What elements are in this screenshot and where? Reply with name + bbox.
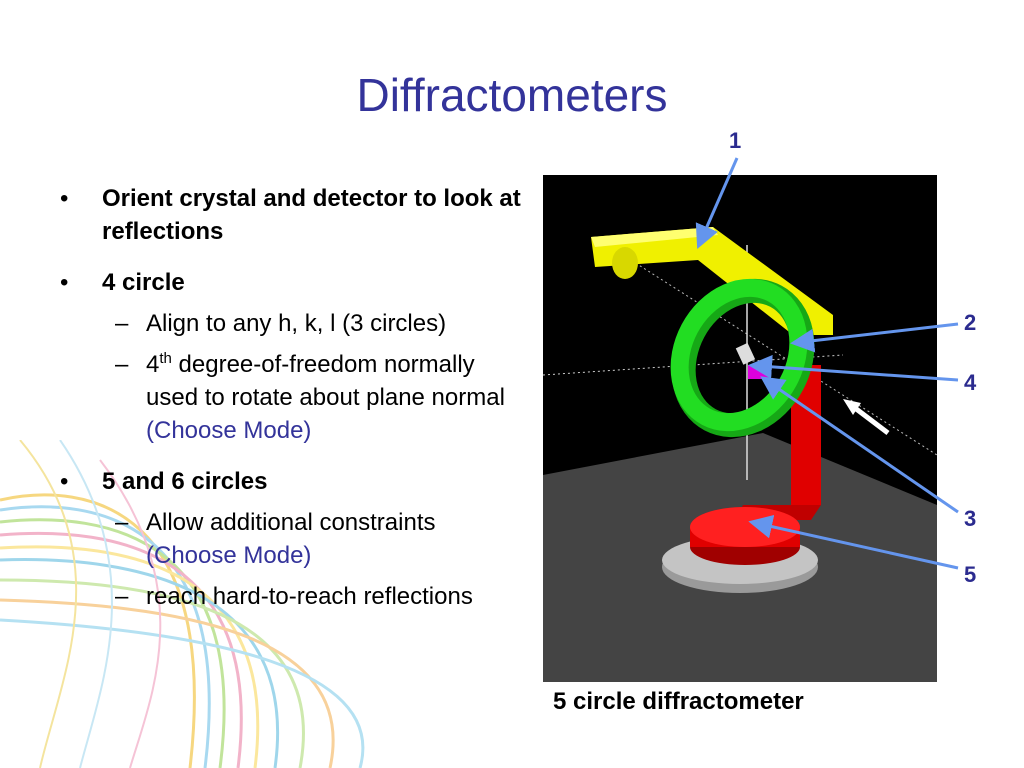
sub-bullet-item: – 4th degree-of-freedom normally used to… [60,348,530,447]
bullet-list: • Orient crystal and detector to look at… [60,182,530,613]
sub-bullet-prefix: 4 [146,351,160,378]
diffractometer-render [543,227,937,682]
callout-number-3: 3 [964,506,977,531]
sub-bullet-item: – reach hard-to-reach reflections [60,580,530,613]
choose-mode-link[interactable]: (Choose Mode) [146,417,312,444]
callout-number-1: 1 [729,128,742,153]
bullet-text: 4 circle [102,269,185,296]
bullet-item: • 4 circle [60,266,530,299]
red-platter-top [690,507,800,547]
diffractometer-figure [543,175,937,682]
sub-bullet-marker: – [115,583,129,610]
bullet-item: • Orient crystal and detector to look at… [60,182,530,248]
sub-bullet-marker: – [115,509,129,536]
bullet-marker: • [60,269,69,296]
sample-crystal [735,342,756,365]
choose-mode-link[interactable]: (Choose Mode) [146,542,312,569]
bullet-text: Orient crystal and detector to look at r… [102,185,521,245]
sub-bullet-marker: – [115,310,129,337]
sub-bullet-text: Allow additional constraints [146,509,436,536]
bullet-marker: • [60,185,69,212]
callout-number-4: 4 [964,370,977,395]
sub-bullet-item: – Allow additional constraints (Choose M… [60,506,530,572]
bullet-item: • 5 and 6 circles [60,465,530,498]
sub-bullet-text: Align to any h, k, l (3 circles) [146,310,447,337]
superscript: th [159,350,172,367]
slide-title: Diffractometers [356,69,668,121]
callout-number-5: 5 [964,562,977,587]
sample-holder [748,365,770,379]
sub-bullet-marker: – [115,351,129,378]
yellow-arm-top [591,227,718,247]
callout-number-2: 2 [964,310,977,335]
bullet-marker: • [60,468,69,495]
sub-bullet-text: degree-of-freedom normally used to rotat… [146,351,505,411]
decorative-swirl-graphic [0,440,365,768]
sub-bullet-text: reach hard-to-reach reflections [146,583,473,610]
bullet-text: 5 and 6 circles [102,468,268,495]
yellow-arm-knob [612,247,638,279]
figure-caption: 5 circle diffractometer [553,688,804,715]
sub-bullet-item: – Align to any h, k, l (3 circles) [60,307,530,340]
